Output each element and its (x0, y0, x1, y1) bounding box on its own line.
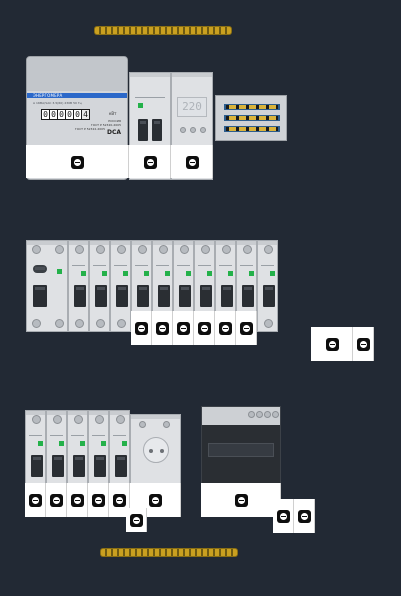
circuit-breaker (173, 240, 194, 332)
terminal-screw-icon (240, 322, 253, 335)
terminal-screw-icon (71, 494, 84, 507)
meter-unit: кВт (109, 111, 117, 116)
terminal-screw-icon (234, 494, 248, 507)
bottom-din-rail (101, 549, 237, 556)
counter-digit: 0 (74, 110, 81, 119)
terminal-label (353, 327, 374, 361)
terminal-label (171, 145, 213, 178)
counter-digit: 4 (82, 110, 89, 119)
meter-model: DCA (106, 129, 121, 136)
terminal-label (236, 311, 257, 345)
terminal-label (46, 483, 67, 517)
circuit-breaker (152, 240, 173, 332)
circuit-breaker (68, 240, 89, 332)
terminal-screw-icon (29, 494, 42, 507)
terminal-label (201, 483, 281, 517)
circuit-breaker (89, 240, 110, 332)
meter-reg3: ГОСТ Р 52322-2005 (74, 127, 105, 131)
top-din-rail (95, 27, 231, 34)
counter-digit: 0 (58, 110, 65, 119)
socket-outlet (143, 437, 169, 463)
terminal-label (129, 145, 171, 178)
terminal-screw-icon (177, 322, 190, 335)
circuit-breaker (110, 240, 131, 332)
terminal-label (294, 499, 315, 533)
meter-brand: ЭНЕРГОМЕРА (33, 93, 63, 98)
terminal-label (88, 483, 109, 517)
terminal-screw-icon (185, 155, 199, 169)
terminal-label (26, 145, 129, 178)
terminal-screw-icon (50, 494, 63, 507)
meter-spec: А 1КВА/ЧАС 3-5(60) 230В 50 Гц (33, 101, 82, 105)
terminal-screw-icon (357, 338, 370, 351)
circuit-breaker (215, 240, 236, 332)
terminal-screw-icon (277, 510, 290, 523)
terminal-label (152, 311, 173, 345)
terminal-label (109, 483, 130, 517)
circuit-breaker (88, 410, 109, 506)
terminal-screw-icon (198, 322, 211, 335)
terminal-screw-icon (113, 494, 126, 507)
terminal-screw-icon (298, 510, 311, 523)
terminal-label (25, 483, 46, 517)
terminal-screw-icon (135, 322, 148, 335)
counter-digit: 0 (50, 110, 57, 119)
meter-reg2: ГОСТ Р 52320-2005 (90, 123, 121, 127)
terminal-label (273, 499, 294, 533)
terminal-screw-icon (219, 322, 232, 335)
terminal-screw-icon (325, 338, 339, 351)
energy-meter: ЭНЕРГОМЕРА А 1КВА/ЧАС 3-5(60) 230В 50 Гц… (26, 56, 128, 180)
terminal-screw-icon (149, 494, 162, 507)
meter-reg1: РОССИЯ (108, 119, 121, 123)
busbar-terminal (215, 95, 287, 141)
terminal-label (173, 311, 194, 345)
terminal-label (67, 483, 88, 517)
terminal-screw-icon (156, 322, 169, 335)
counter-digit: 0 (42, 110, 49, 119)
voltage-display: 220 (177, 97, 207, 117)
terminal-label (215, 311, 236, 345)
terminal-label (311, 327, 353, 361)
terminal-screw-icon (92, 494, 105, 507)
meter-counter: 0 0 0 0 0 4 (41, 109, 90, 120)
terminal-screw-icon (143, 155, 157, 169)
terminal-label (131, 311, 152, 345)
terminal-label (194, 311, 215, 345)
terminal-screw-icon (130, 514, 143, 527)
terminal-label (130, 483, 181, 517)
terminal-screw-icon (71, 155, 84, 169)
terminal-label (126, 508, 147, 532)
circuit-breaker (257, 240, 278, 332)
rcd-module (26, 240, 68, 332)
counter-digit: 0 (66, 110, 73, 119)
